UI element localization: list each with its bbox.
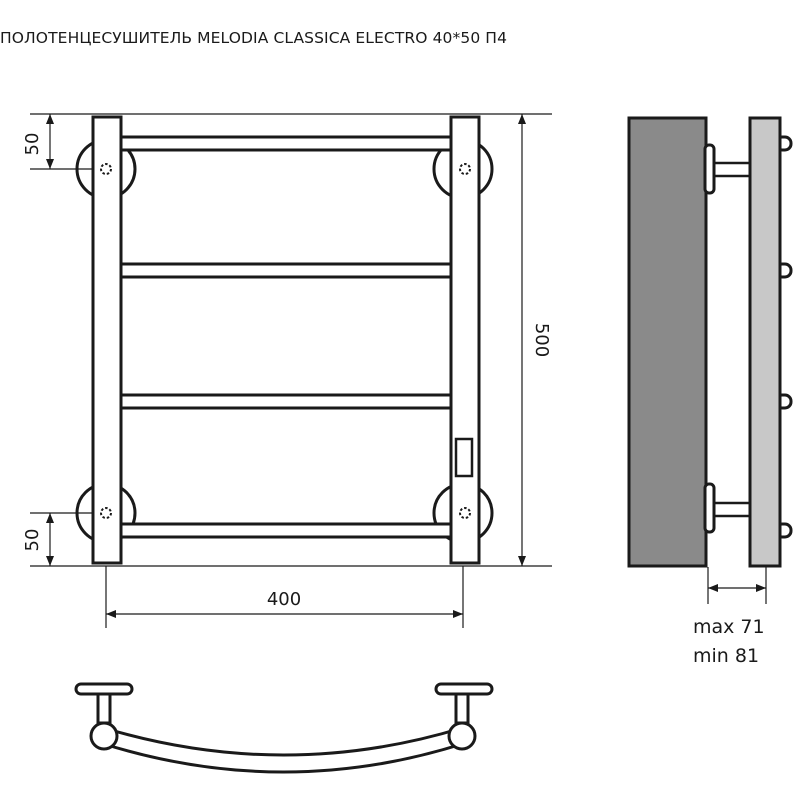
diagram-title: ПОЛОТЕНЦЕСУШИТЕЛЬ MELODIA CLASSICA ELECT… [0,29,508,47]
side-max-label: max 71 [693,616,765,638]
dim-height: 500 [531,323,552,357]
side-panel [748,116,782,568]
left-post [91,115,123,565]
wall-block [627,116,708,568]
dim-bottom-offset: 50 [22,529,43,552]
top-view [74,682,494,774]
dim-width: 400 [267,589,301,610]
wall-plate-right [434,682,494,696]
screw-icon [100,163,112,175]
screw-icon [100,507,112,519]
side-min-label: min 81 [693,645,759,667]
right-post [449,115,481,565]
crossbar-2 [119,262,453,279]
screw-icon [459,507,471,519]
side-view [627,116,793,568]
wall-plate-left [74,682,134,696]
side-bracket-bottom [703,482,716,534]
crossbar-3 [119,393,453,410]
crossbar-1 [119,135,453,152]
crossbar-4 [119,522,453,539]
side-bracket-top [703,143,716,195]
screw-icon [459,163,471,175]
dimension-arrows [46,114,766,618]
front-view [75,115,494,565]
dim-top-offset: 50 [22,133,43,156]
heater-switch-icon [454,437,474,478]
